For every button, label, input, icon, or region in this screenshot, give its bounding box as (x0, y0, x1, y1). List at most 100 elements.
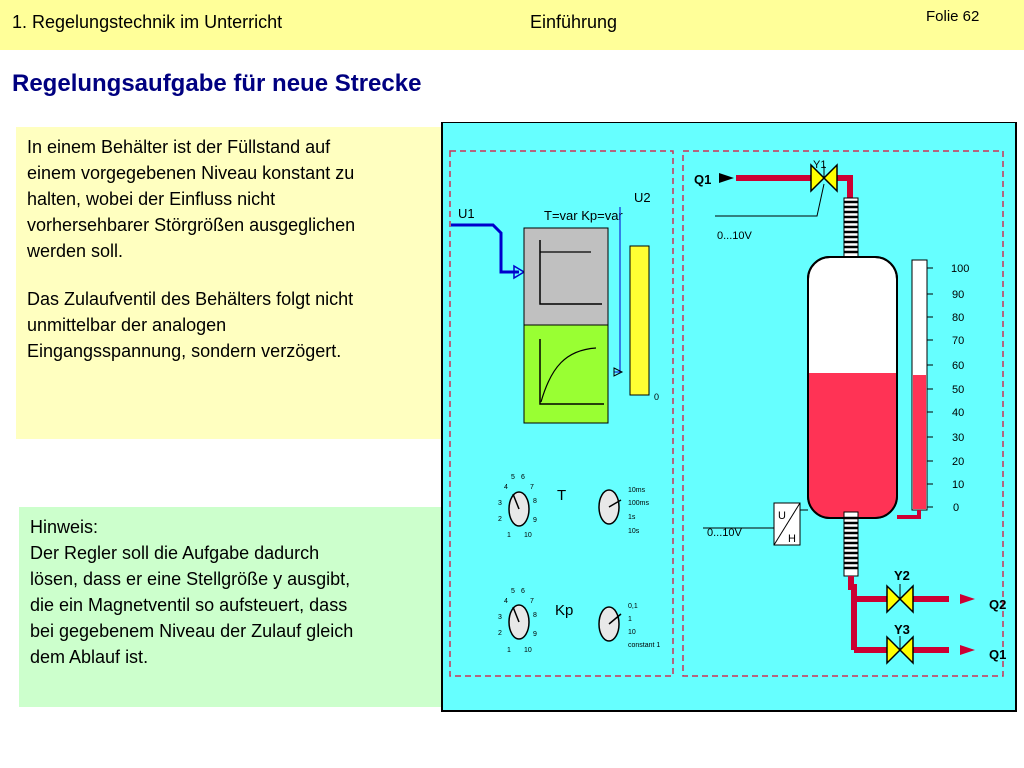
svg-text:0: 0 (953, 502, 959, 514)
inlet-hose-ribs (844, 200, 858, 254)
svg-text:50: 50 (952, 384, 964, 396)
task-textbox: In einem Behälter ist der Füllstand auf … (16, 127, 444, 439)
q1-bottom-label: Q1 (989, 647, 1006, 662)
q2-arrow (960, 594, 975, 604)
inlet-pipe-down (836, 175, 853, 200)
svg-text:1: 1 (507, 532, 511, 539)
task-line: Das Zulaufventil des Behälters folgt nic… (27, 289, 354, 309)
header-chapter: Einführung (530, 12, 618, 32)
svg-text:1s: 1s (628, 514, 636, 521)
svg-text:9: 9 (533, 631, 537, 638)
task-line: In einem Behälter ist der Füllstand auf (27, 137, 331, 157)
u1-arrow (513, 264, 526, 280)
tank-liquid (809, 373, 896, 517)
svg-text:60: 60 (952, 360, 964, 372)
step-axes (539, 240, 602, 305)
header-course: 1. Regelungstechnik im Unterricht (12, 12, 283, 32)
y3-label: Y3 (894, 622, 910, 637)
range-top-label: 0...10V (717, 230, 753, 242)
svg-text:10: 10 (952, 479, 964, 491)
valve-y3 (886, 635, 914, 665)
svg-text:10ms: 10ms (628, 487, 646, 494)
level-scale-ticks (927, 267, 933, 508)
svg-text:0,1: 0,1 (628, 603, 638, 610)
task-line: halten, wobei der Einfluss nicht (27, 189, 276, 209)
svg-text:30: 30 (952, 432, 964, 444)
svg-text:2: 2 (498, 630, 502, 637)
svg-text:3: 3 (498, 500, 502, 507)
hint-textbox: Hinweis: Der Regler soll die Aufgabe dad… (19, 507, 444, 707)
process-diagram: U1 T=var Kp=var U2 0 T 5 6 4 7 3 8 2 9 1… (441, 122, 1017, 712)
hint-line: Der Regler soll die Aufgabe dadurch (30, 543, 320, 563)
valve-y1 (810, 163, 838, 193)
svg-text:6: 6 (521, 474, 525, 481)
svg-text:100ms: 100ms (628, 500, 650, 507)
q1-bottom-arrow (960, 645, 975, 655)
svg-text:8: 8 (533, 498, 537, 505)
u1-label: U1 (458, 206, 475, 221)
output-bar-zero: 0 (654, 392, 659, 402)
y1-control-line (715, 183, 825, 217)
q1-top-arrow (719, 173, 734, 183)
q2-label: Q2 (989, 597, 1006, 612)
svg-text:5: 5 (511, 474, 515, 481)
task-line: einem vorgegebenen Niveau konstant zu (27, 163, 355, 183)
params-label: T=var Kp=var (544, 208, 623, 223)
hint-line: dem Ablauf ist. (30, 647, 149, 667)
hint-line: bei gegebenem Niveau der Zulauf gleich (30, 621, 354, 641)
outlet-hose-ribs (844, 516, 858, 570)
q1-top-label: Q1 (694, 172, 711, 187)
output-bar (629, 245, 650, 396)
svg-text:7: 7 (530, 598, 534, 605)
hint-line: lösen, dass er eine Stellgröße y ausgibt… (30, 569, 351, 589)
response-curve (540, 347, 597, 403)
controller-frame (449, 150, 674, 677)
kp-dial-left: 5 6 4 7 3 8 2 9 1 10 (498, 588, 537, 654)
y1-label: Y1 (813, 159, 826, 171)
level-tube-connection (897, 510, 921, 519)
valve-y2 (886, 584, 914, 614)
svg-text:100: 100 (951, 263, 969, 275)
svg-text:10: 10 (628, 629, 636, 636)
slide-number: Folie 62 (926, 8, 980, 25)
svg-text:3: 3 (498, 614, 502, 621)
slide-header: 1. Regelungstechnik im Unterricht Einfüh… (0, 0, 1024, 50)
kp-label: Kp (555, 602, 573, 619)
hint-line: die ein Magnetventil so aufsteuert, dass (30, 595, 348, 615)
svg-text:6: 6 (521, 588, 525, 595)
outlet-pipe (848, 576, 857, 650)
svg-text:4: 4 (504, 598, 508, 605)
svg-text:70: 70 (952, 335, 964, 347)
u2-label: U2 (634, 190, 651, 205)
svg-text:8: 8 (533, 612, 537, 619)
task-line: vorhersehbarer Störgrößen ausgeglichen (27, 215, 356, 235)
u2-arrow (613, 367, 624, 377)
sensor-u-label: U (778, 510, 786, 522)
t-dial-left: 5 6 4 7 3 8 2 9 1 10 (498, 474, 537, 539)
svg-text:4: 4 (504, 484, 508, 491)
svg-text:10: 10 (524, 647, 532, 654)
level-scale: 100 90 80 70 60 50 40 30 20 10 0 (951, 263, 969, 514)
svg-text:7: 7 (530, 484, 534, 491)
svg-text:20: 20 (952, 456, 964, 468)
svg-text:2: 2 (498, 516, 502, 523)
level-tube-fill (913, 375, 926, 509)
svg-text:1: 1 (628, 616, 632, 623)
u1-signal-line (451, 223, 519, 274)
svg-text:90: 90 (952, 289, 964, 301)
svg-text:9: 9 (533, 517, 537, 524)
t-label: T (557, 487, 566, 504)
t-dial-right: 10ms 100ms 1s 10s (598, 487, 650, 535)
kp-dial-right: 0,1 1 10 constant 1 (598, 603, 660, 649)
range-bottom-label: 0...10V (707, 527, 743, 539)
response-axes (539, 339, 604, 405)
y2-label: Y2 (894, 568, 910, 583)
svg-text:80: 80 (952, 312, 964, 324)
task-line: Eingangsspannung, sondern verzögert. (27, 341, 342, 361)
svg-text:10s: 10s (628, 528, 640, 535)
u2-signal-line (614, 207, 621, 373)
svg-text:10: 10 (524, 532, 532, 539)
svg-text:1: 1 (507, 647, 511, 654)
plant-frame (682, 150, 1004, 677)
hint-line: Hinweis: (30, 517, 99, 537)
